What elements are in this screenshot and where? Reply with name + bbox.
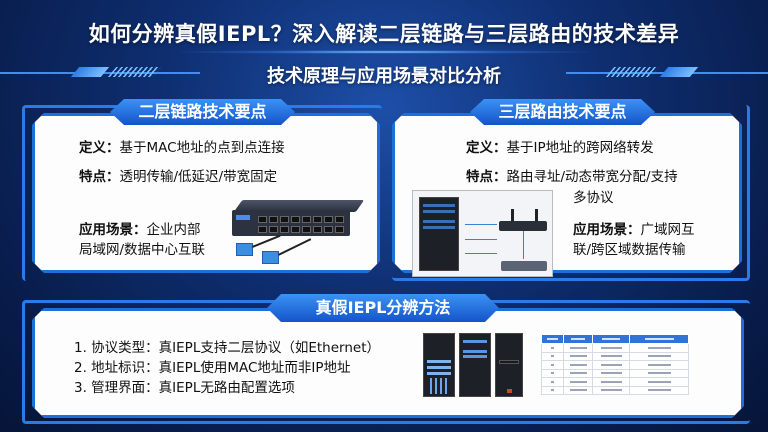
right-definition: 定义：基于IP地址的跨网络转发: [466, 136, 654, 156]
plug-icon: [262, 251, 279, 264]
table-row: [540, 360, 689, 370]
right-features-text: 路由寻址/动态带宽分配/支持: [506, 169, 678, 185]
table-row: [540, 343, 689, 353]
router-icon: [499, 209, 547, 231]
right-scenario: 应用场景：广域网互: [573, 218, 695, 238]
table-row: [540, 368, 689, 378]
arrow: [465, 253, 497, 254]
table-header-row: [540, 334, 689, 344]
network-switch-icon: [232, 200, 365, 236]
switch-device-icon: [501, 261, 547, 271]
left-scenario-text-1: 企业内部: [146, 222, 201, 238]
right-features-line2: 多协议: [573, 190, 614, 206]
left-definition: 定义：基于MAC地址的点到点连接: [79, 136, 285, 156]
right-definition-text: 基于IP地址的跨网络转发: [506, 140, 654, 156]
left-scenario-label: 应用场景：: [79, 222, 147, 238]
arrow: [523, 231, 524, 259]
method-item-1: 1. 协议类型：真IEPL支持二层协议（如Ethernet）: [74, 340, 380, 356]
left-definition-text: 基于MAC地址的点到点连接: [119, 140, 285, 156]
comparison-table: [540, 334, 689, 395]
arrow: [465, 224, 497, 225]
right-scenario-line2: 联/跨区域数据传输: [573, 242, 686, 258]
bottom-panel-heading: 真假IEPL分辨方法: [267, 294, 499, 322]
table-row: [540, 385, 689, 395]
page-title: 如何分辨真假IEPL？深入解读二层链路与三层路由的技术差异: [88, 22, 680, 46]
server-tower-icon: [495, 333, 523, 397]
right-definition-label: 定义：: [466, 140, 507, 156]
right-features-label: 特点：: [466, 169, 507, 185]
arrow: [465, 239, 497, 240]
right-scenario-label: 应用场景：: [573, 222, 641, 238]
method-item-2: 2. 地址标识：真IEPL使用MAC地址而非IP地址: [74, 360, 351, 376]
server-rack-icon: [459, 333, 491, 397]
table-row: [540, 377, 689, 387]
page-subtitle: 技术原理与应用场景对比分析: [267, 66, 501, 87]
right-panel-heading: 三层路由技术要点: [470, 99, 655, 125]
right-features: 特点：路由寻址/动态带宽分配/支持: [466, 165, 678, 185]
left-features: 特点：透明传输/低延迟/带宽固定: [79, 165, 277, 185]
left-definition-label: 定义：: [79, 140, 120, 156]
left-scenario-line2: 局域网/数据中心互联: [79, 242, 206, 258]
plug-icon: [236, 243, 253, 256]
left-scenario: 应用场景：企业内部: [79, 218, 201, 238]
server-rack-icon: [419, 197, 459, 271]
title-glow: [180, 50, 590, 54]
left-features-label: 特点：: [79, 169, 120, 185]
server-router-diagram: [412, 190, 553, 277]
method-item-3: 3. 管理界面：真IEPL无路由配置选项: [74, 380, 295, 396]
table-row: [540, 351, 689, 361]
server-rack-icon: [423, 333, 455, 397]
left-features-text: 透明传输/低延迟/带宽固定: [119, 169, 278, 185]
right-scenario-text-1: 广域网互: [640, 222, 695, 238]
left-panel-heading: 二层链路技术要点: [110, 99, 295, 125]
right-panel-frame: [392, 105, 750, 281]
